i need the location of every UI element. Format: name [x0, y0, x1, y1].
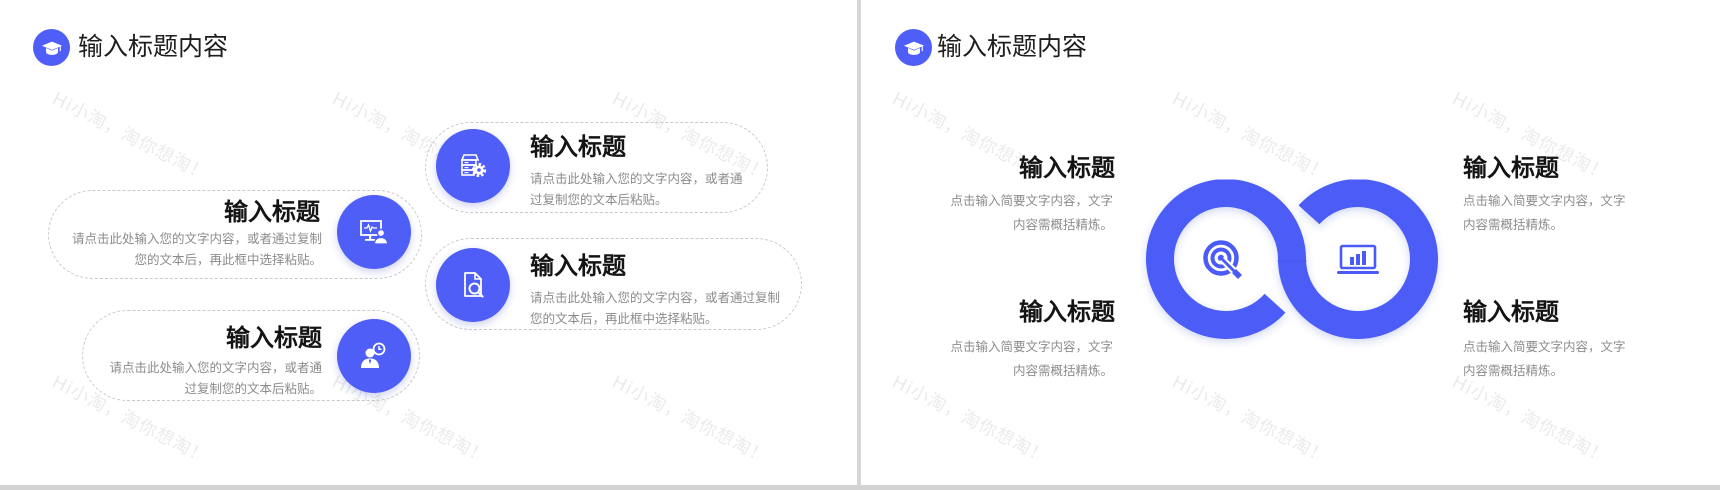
item-description: 点击输入简要文字内容，文字 内容需概括精炼。 [1463, 335, 1626, 383]
watermark-text: Hi小淘，淘你想淘！ [888, 371, 1052, 469]
desc-line: 内容需概括精炼。 [1463, 217, 1564, 232]
item-description: 点击输入简要文字内容，文字 内容需概括精炼。 [950, 335, 1113, 383]
desc-line: 您的文本后，再此框中选择粘贴。 [134, 252, 322, 267]
item-title: 输入标题 [530, 133, 626, 161]
watermark-text: Hi小淘，淘你想淘！ [1168, 371, 1332, 469]
desc-line: 点击输入简要文字内容，文字 [1463, 339, 1626, 354]
watermark-text: Hi小淘，淘你想淘！ [1448, 371, 1612, 469]
desc-line: 请点击此处输入您的文字内容，或者通 [530, 171, 743, 186]
desc-line: 过复制您的文本后粘贴。 [184, 381, 322, 396]
page-title: 输入标题内容 [78, 32, 229, 61]
item-title: 输入标题 [226, 324, 322, 352]
desc-line: 您的文本后，再此框中选择粘贴。 [530, 311, 718, 326]
watermark-text: Hi小淘，淘你想淘！ [48, 88, 212, 186]
item-frame-3 [425, 238, 802, 330]
infinity-loop-graphic [1146, 179, 1438, 339]
server-settings-icon [436, 129, 510, 203]
item-description: 点击输入简要文字内容，文字 内容需概括精炼。 [1463, 189, 1626, 237]
item-title: 输入标题 [1019, 154, 1115, 182]
desc-line: 点击输入简要文字内容，文字 [950, 339, 1113, 354]
graduation-cap-icon [33, 29, 70, 66]
desc-line: 过复制您的文本后粘贴。 [530, 192, 668, 207]
item-description: 请点击此处输入您的文字内容，或者通过复制 您的文本后，再此框中选择粘贴。 [72, 228, 322, 270]
item-frame-1 [425, 122, 768, 213]
desc-line: 内容需概括精炼。 [1463, 363, 1564, 378]
slide-divider [857, 0, 861, 490]
item-title: 输入标题 [1019, 298, 1115, 326]
desc-line: 内容需概括精炼。 [1012, 217, 1113, 232]
item-frame-4 [82, 310, 420, 401]
desc-line: 请点击此处输入您的文字内容，或者通过复制 [71, 231, 322, 246]
desc-line: 请点击此处输入您的文字内容，或者通 [109, 360, 322, 375]
item-title: 输入标题 [224, 198, 320, 226]
document-search-icon [436, 248, 510, 322]
desc-line: 请点击此处输入您的文字内容，或者通过复制 [530, 290, 781, 305]
graduation-cap-icon [895, 29, 932, 66]
item-title: 输入标题 [1463, 298, 1559, 326]
item-description: 点击输入简要文字内容，文字 内容需概括精炼。 [950, 189, 1113, 237]
item-title: 输入标题 [1463, 154, 1559, 182]
laptop-chart-icon [1336, 244, 1380, 276]
item-title: 输入标题 [530, 252, 626, 280]
monitor-analytics-user-icon [337, 195, 411, 269]
item-frame-2 [48, 190, 422, 279]
watermark-text: Hi小淘，淘你想淘！ [608, 371, 772, 469]
desc-line: 点击输入简要文字内容，文字 [1463, 193, 1626, 208]
desc-line: 点击输入简要文字内容，文字 [950, 193, 1113, 208]
item-description: 请点击此处输入您的文字内容，或者通过复制 您的文本后，再此框中选择粘贴。 [530, 287, 780, 329]
item-description: 请点击此处输入您的文字内容，或者通 过复制您的文本后粘贴。 [109, 357, 322, 399]
bottom-border [0, 485, 1720, 490]
page-title: 输入标题内容 [937, 32, 1088, 61]
target-icon [1201, 238, 1245, 282]
item-description: 请点击此处输入您的文字内容，或者通 过复制您的文本后粘贴。 [530, 168, 743, 210]
user-clock-icon [337, 319, 411, 393]
desc-line: 内容需概括精炼。 [1012, 363, 1113, 378]
